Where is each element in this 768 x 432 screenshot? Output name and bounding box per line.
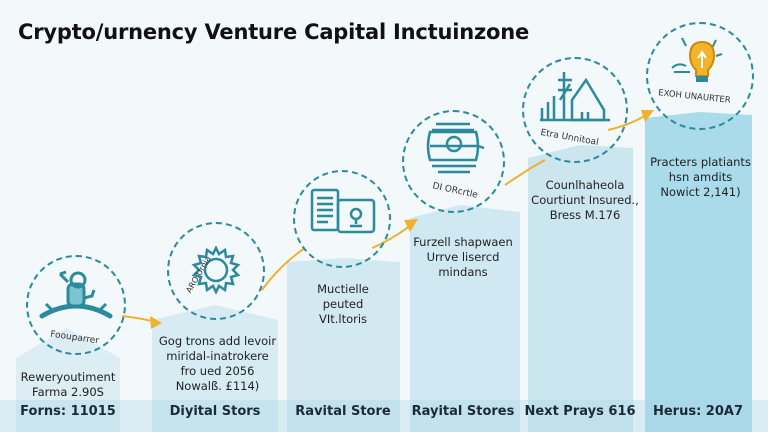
stage-4-label: Rayital Stores bbox=[411, 404, 515, 419]
stage-4-desc-line: Furzell shapwaen bbox=[413, 235, 513, 249]
stage-1-description: Reweryoutiment Farma 2.90S bbox=[3, 370, 133, 400]
stage-circle-3 bbox=[293, 170, 391, 268]
stage-bar-3 bbox=[287, 258, 400, 432]
stage-bar-6 bbox=[645, 112, 752, 432]
arrow-4 bbox=[504, 159, 546, 186]
house-building-icon bbox=[540, 72, 610, 122]
page-title: Crypto/urnency Venture Capital Inctuinzo… bbox=[18, 20, 530, 44]
document-screen-icon bbox=[310, 188, 376, 234]
arrowhead-5 bbox=[641, 110, 654, 122]
vault-icon bbox=[426, 122, 485, 174]
stage-6-desc-line: Nowict 2,141) bbox=[660, 185, 741, 199]
stage-5-desc-line: Counlhaheola bbox=[545, 178, 625, 192]
stage-bar-1 bbox=[16, 328, 120, 432]
stage-circle-6 bbox=[646, 22, 754, 130]
arrowhead-1 bbox=[150, 316, 162, 329]
stage-4-desc-line: Urrve lisercd bbox=[426, 250, 500, 264]
stage-circle-2 bbox=[167, 222, 265, 320]
stage-circle-5 bbox=[522, 57, 628, 163]
stage-bar-4 bbox=[410, 205, 520, 432]
stage-2-desc-line: miridal-inatrokere bbox=[166, 349, 269, 363]
sprout-figure-icon bbox=[39, 270, 113, 319]
stage-5-label: Next Prays 616 bbox=[524, 404, 636, 419]
stage-5-description: Counlhaheola Courtiunt Insured., Bress M… bbox=[515, 178, 655, 223]
arrowhead-3 bbox=[404, 219, 418, 232]
stage-2-desc-line: Gog trons add levoir bbox=[158, 334, 277, 348]
stage-bar-5 bbox=[528, 145, 633, 432]
lightbulb-icon bbox=[671, 37, 723, 82]
stage-2-label: Diyital Stors bbox=[169, 404, 261, 419]
stage-3-description: Muctielle peuted VIt.ltoris bbox=[278, 282, 408, 327]
stage-3-desc-line: peuted bbox=[322, 297, 364, 311]
stage-1-label: Forns: 11015 bbox=[20, 404, 116, 419]
stage-6-label: Herus: 20A7 bbox=[652, 404, 744, 419]
stage-6-description: Practers platiants hsn amdits Nowict 2,1… bbox=[633, 155, 768, 200]
stage-6-desc-line: Practers platiants bbox=[650, 155, 751, 169]
gear-icon bbox=[191, 245, 241, 295]
stage-1-desc-line: Farma 2.90S bbox=[32, 385, 104, 399]
stage-3-label: Ravital Store bbox=[295, 404, 391, 419]
stage-6-desc-line: hsn amdits bbox=[668, 170, 733, 184]
stage-3-desc-line: VIt.ltoris bbox=[318, 312, 368, 326]
stage-4-description: Furzell shapwaen Urrve lisercd mindans bbox=[398, 235, 528, 280]
arrow-2 bbox=[261, 247, 306, 291]
stage-circle-1 bbox=[26, 255, 126, 355]
stage-2-description: Gog trons add levoir miridal-inatrokere … bbox=[150, 334, 285, 394]
stage-2-desc-line: fro ued 2056 bbox=[180, 364, 255, 378]
stage-5-desc-line: Courtiunt Insured., bbox=[531, 193, 639, 207]
stage-2-desc-line: Nowalß. £114) bbox=[175, 379, 260, 393]
stage-3-desc-line: Muctielle bbox=[317, 282, 369, 296]
stage-5-desc-line: Bress M.176 bbox=[549, 208, 621, 222]
stage-4-desc-line: mindans bbox=[438, 265, 488, 279]
stage-bar-2 bbox=[152, 305, 278, 432]
bottom-label-band bbox=[0, 400, 768, 432]
stage-1-desc-line: Reweryoutiment bbox=[20, 370, 116, 384]
stage-circle-4 bbox=[402, 110, 505, 213]
